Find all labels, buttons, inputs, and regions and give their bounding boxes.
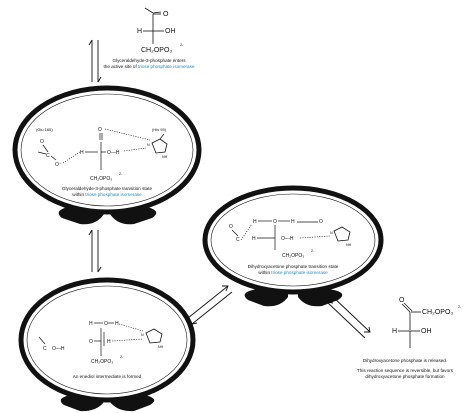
glyceraldehyde-3-phosphate-molecule: O H OH CH₂OPO₃ 2- Glyceraldehyde-3-phosp… [104,7,195,69]
svg-text:NH: NH [158,345,164,349]
state1-enzyme-outline [12,85,202,215]
equilibrium-arrows-4 [326,295,371,339]
state3-enediol-site: H O H C O—H O H CH₂OPO₃ 2- N NH An enedi… [18,277,196,412]
top-caption-line1: Glyceraldehyde-3-phosphate enters [112,58,186,63]
final-note-line1: This reaction sequence is reversible, bu… [357,368,454,373]
state2-h-mid: H [291,219,295,225]
carboxylate-oxygen: O⁻ [55,162,62,168]
phosphate-group-label: CH₂OPO₃ [141,47,172,54]
carboxyl-carbon: C [46,153,50,159]
state2-caption-line1: Dihydroxyacetone phosphate transition st… [248,264,339,269]
state2-o-top: O [273,219,277,225]
state2-o-right: O [319,219,323,225]
hydrogen-label: H [137,28,142,35]
state3-histidine-ring: N NH [141,328,164,349]
final-hydroxyl: OH [421,328,432,335]
aldehyde-oxygen: O [163,11,169,18]
glu-residue-label: (Glu 165) [36,127,53,132]
state2-phosphate-label: CH₂OPO₃ [282,253,304,259]
state2-h-right: H [252,236,256,242]
svg-text:N: N [147,143,150,147]
svg-text:NH: NH [346,243,352,247]
equilibrium-arrows-2 [88,229,102,273]
state3-h-mid: H [115,321,119,327]
state3-enzyme-outline [18,277,196,403]
equilibrium-arrows-1 [88,39,102,83]
final-hydrogen: H [392,328,397,335]
state3-o-top: O [104,321,108,327]
state1-phosphate-charge: 2- [119,172,123,176]
svg-text:N: N [330,231,333,235]
state3-carboxyl-c: C [43,346,47,352]
state3-phosphate-charge: 2- [120,355,124,359]
state2-enzyme-outline [202,185,384,295]
state1-caption-line1: Glyceraldehyde-3-phosphate transition st… [62,186,153,191]
state1-phosphate-label: CH₂OPO₃ [90,176,112,182]
state2-oh-label: O—H [281,236,294,242]
equilibrium-arrows-3 [187,285,233,325]
state1-oh-label: O—H [107,150,120,156]
state1-h-left: H [80,150,84,156]
state3-caption: An enediol intermediate is formed [73,374,142,379]
state2-phosphate-charge: 2- [311,249,315,253]
state3-carboxyl-oh: O—H [52,346,65,352]
phosphate-charge: 2- [180,43,184,47]
state1-top-oxygen: O [98,127,102,133]
state1-active-site: (Glu 165) (His 95) O C O⁻ O H O—H CH₂OPO… [12,85,202,225]
state2-h-top: H [253,219,257,225]
svg-text:N: N [141,333,144,337]
dihydroxyacetone-phosphate-molecule: O CH₂OPO₃ 2- H OH Dihydroxyacetone phosp… [357,297,462,379]
state3-o-mid: O [89,339,93,345]
carboxyl-oxygen: O [40,139,44,145]
state3-h-top: H [89,321,93,327]
final-note-line2: dihydroxyacetone phosphate formation [365,374,445,379]
state2-carboxyl-o: O [229,224,233,230]
state3-h-right: H [107,339,111,345]
final-caption: Dihydroxyacetone phosphate is released. [363,358,447,363]
final-phosphate-charge: 2- [458,305,462,309]
state2-histidine-ring: N NH [330,226,352,247]
state2-active-site: O C H O H O H O—H CH₂OPO₃ 2- N NH Dihydr… [202,185,384,307]
state1-caption-line2: within triose phosphate isomerase [72,192,142,197]
svg-text:NH: NH [162,155,168,159]
state2-carboxyl-c: C [236,237,240,243]
state2-caption-line2: within triose phosphate isomerase [258,270,328,275]
final-ketone-oxygen: O [399,297,405,304]
top-caption-line2: the active site of triose phosphate isom… [104,64,195,69]
final-phosphate-label: CH₂OPO₃ [422,309,453,316]
state1-histidine-ring: N NH [147,133,168,159]
his-residue-label: (His 95) [152,127,167,132]
state3-phosphate-label: CH₂OPO₃ [91,359,113,365]
hydroxyl-label: OH [165,28,176,35]
